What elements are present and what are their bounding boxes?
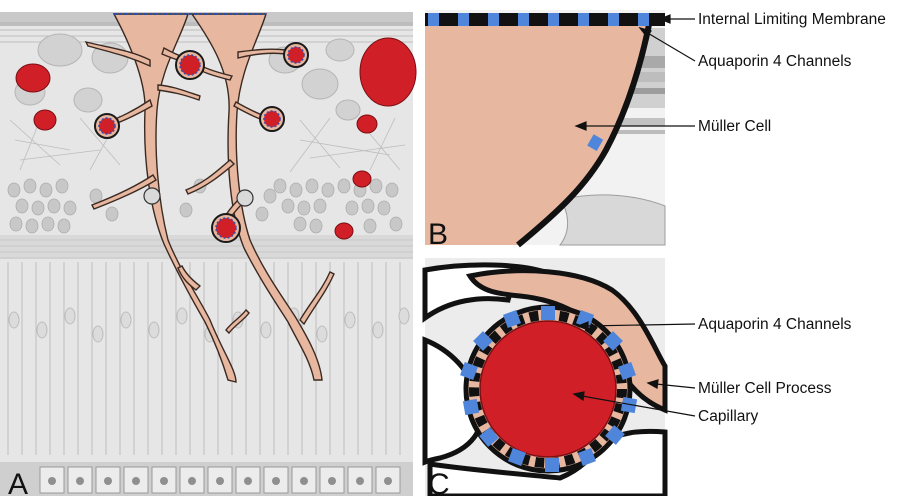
panel-c: C xyxy=(425,258,665,496)
label-aquaporin-channels-b: Aquaporin 4 Channels xyxy=(698,53,852,70)
panel-a: A xyxy=(0,12,416,496)
label-muller-cell: Müller Cell xyxy=(698,118,771,135)
label-muller-cell-process: Müller Cell Process xyxy=(698,380,832,397)
pigment-epithelium xyxy=(0,462,413,496)
label-aquaporin-channels-c: Aquaporin 4 Channels xyxy=(698,316,852,333)
label-internal-limiting-membrane: Internal Limiting Membrane xyxy=(698,11,886,28)
panel-a-letter: A xyxy=(8,468,28,496)
panel-c-letter: C xyxy=(428,468,450,496)
label-capillary: Capillary xyxy=(698,408,759,425)
panel-b-letter: B xyxy=(428,218,448,251)
panel-b: B xyxy=(425,10,665,251)
callout-labels: Internal Limiting Membrane Aquaporin 4 C… xyxy=(698,11,886,425)
capillary xyxy=(480,321,616,457)
